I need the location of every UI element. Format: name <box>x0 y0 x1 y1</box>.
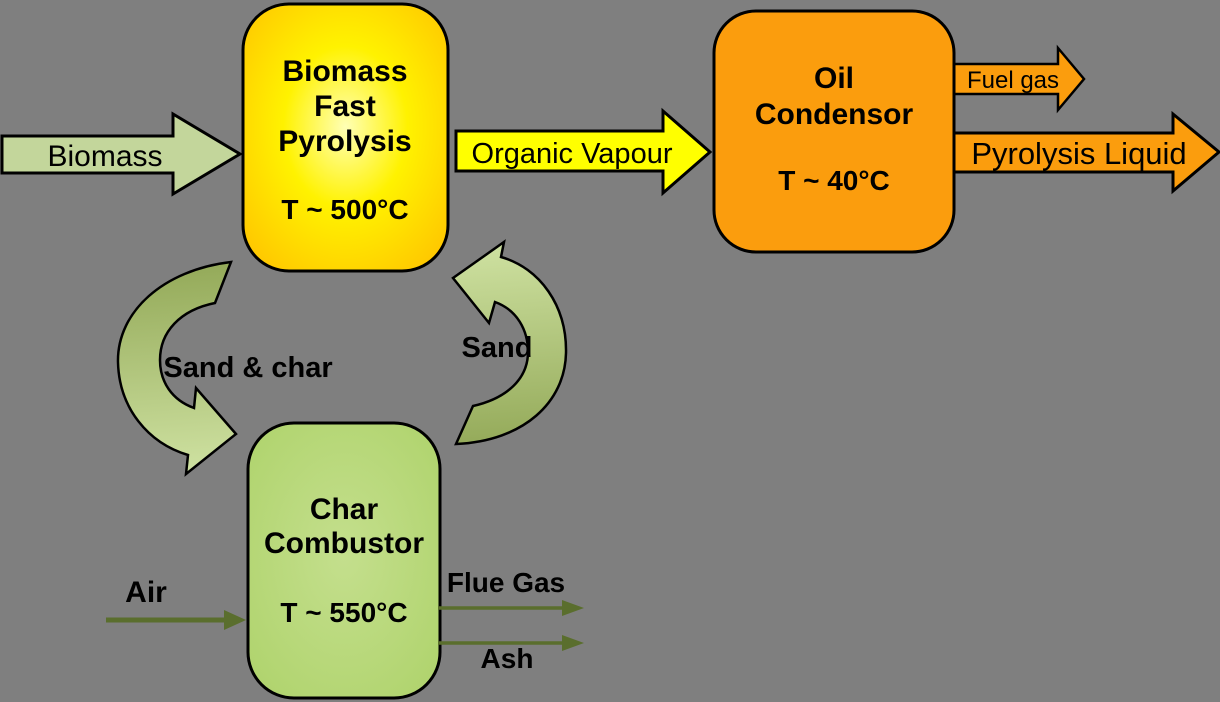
flue-gas-arrow-label: Flue Gas <box>447 567 565 598</box>
sand-char-cycle-label: Sand & char <box>163 352 332 384</box>
ash-arrow-head <box>562 635 584 651</box>
fuel-gas-arrow-label: Fuel gas <box>967 67 1059 94</box>
pyrolysis-box <box>241 2 450 273</box>
oil-condensor-title-line1: Oil <box>814 62 854 95</box>
ash-arrow <box>438 635 584 651</box>
sand-char-cycle-arrow-down <box>116 260 238 477</box>
char-combustor-title-line1: Char <box>310 493 379 526</box>
air-arrow-head <box>224 610 246 630</box>
sand-cycle-arrow-up <box>451 239 568 446</box>
air-arrow <box>106 610 246 630</box>
pyrolysis-box-title-line2: Fast <box>314 90 376 123</box>
fuel-gas-arrow <box>951 44 1086 114</box>
pyrolysis-box-temperature: T ~ 500°C <box>281 194 408 225</box>
pyrolysis-liquid-arrow-label: Pyrolysis Liquid <box>971 136 1186 171</box>
flue-gas-arrow-head <box>562 600 584 616</box>
char-combustor-box <box>246 421 442 700</box>
biomass-arrow-label: Biomass <box>47 140 162 173</box>
pyrolysis-box-title-line1: Biomass <box>282 55 407 88</box>
pyrolysis-liquid-arrow <box>951 110 1220 195</box>
organic-vapour-arrow <box>454 107 713 197</box>
air-arrow-label: Air <box>125 576 167 609</box>
sand-cycle-label: Sand <box>462 332 533 364</box>
biomass-arrow <box>0 111 243 197</box>
pyrolysis-box-title-line3: Pyrolysis <box>278 125 411 158</box>
oil-condensor-temperature: T ~ 40°C <box>778 165 890 196</box>
char-combustor-temperature: T ~ 550°C <box>280 597 407 628</box>
oil-condensor-title-line2: Condensor <box>755 98 914 131</box>
oil-condensor-box <box>712 9 956 254</box>
flue-gas-arrow <box>438 600 584 616</box>
organic-vapour-arrow-label: Organic Vapour <box>472 138 673 170</box>
ash-arrow-label: Ash <box>481 643 534 674</box>
char-combustor-title-line2: Combustor <box>264 527 424 560</box>
